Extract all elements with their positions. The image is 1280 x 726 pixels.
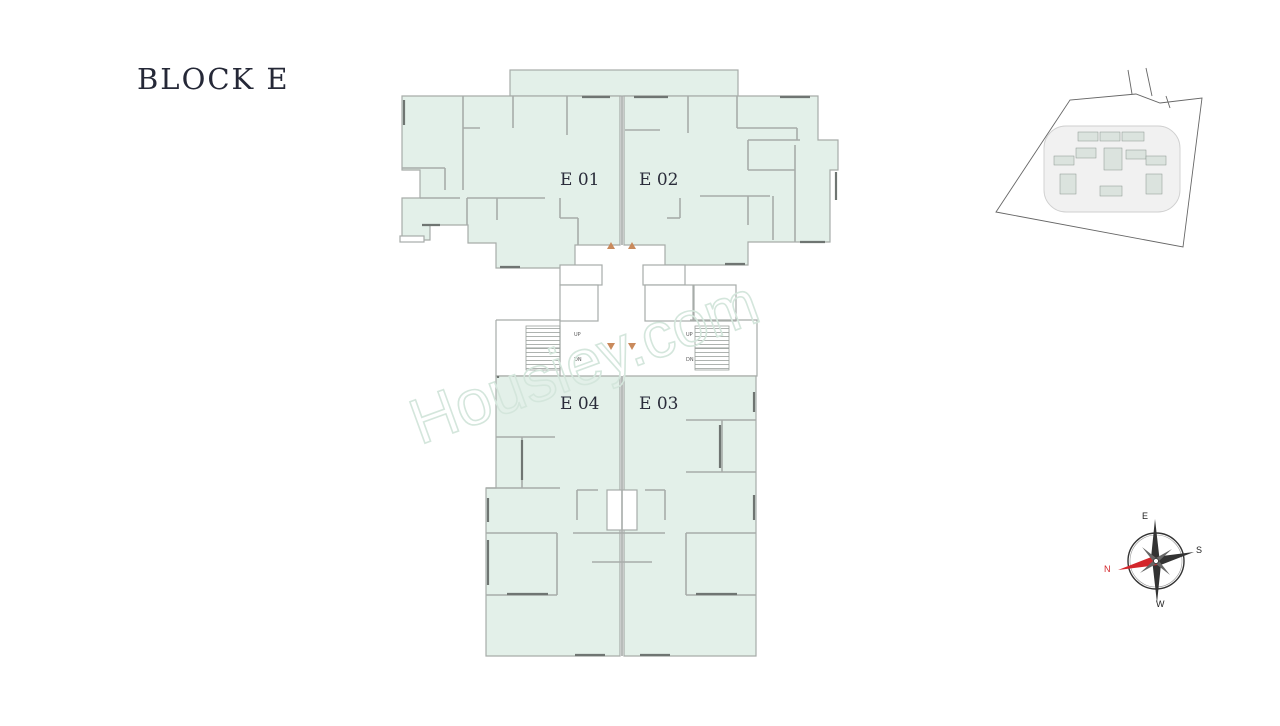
compass-needle-west [1152,559,1161,603]
unit-e03-outline [623,375,757,657]
unit-label-e04: E 04 [560,394,599,414]
compass-needle-east [1151,519,1160,563]
lift-arrows [607,242,636,350]
down-arrow-icon [607,343,615,350]
down-arrow-icon [628,343,636,350]
lower-wing [485,375,757,657]
compass-west-label: W [1156,599,1165,609]
stair-down-label-right: DN [686,357,694,363]
compass: E S W N [1104,511,1202,609]
upper-wing [401,69,839,269]
compass-south-label: S [1196,545,1202,555]
compass-needle-north [1118,556,1158,570]
staircase-right: UP DN [686,325,730,371]
key-plan-map [995,67,1203,248]
unit-e02-outline [623,95,839,266]
compass-north-label: N [1104,564,1111,574]
unit-label-e02: E 02 [639,170,678,190]
unit-label-e03: E 03 [639,394,678,414]
stair-down-label: DN [574,357,582,363]
unit-label-e01: E 01 [560,170,599,190]
core-lobby [495,264,758,377]
balcony-left [399,235,425,243]
stair-up-label-right: UP [686,332,693,338]
block-title: BLOCK E [137,62,290,96]
up-arrow-icon [628,242,636,249]
lower-windows [486,376,756,657]
staircase-left: UP DN [525,325,582,371]
upper-windows [402,95,838,269]
up-arrow-icon [607,242,615,249]
stair-up-label: UP [574,332,581,338]
upper-interior-walls [402,96,800,245]
unit-e01-outline [401,95,621,269]
terrace-top [509,69,739,97]
compass-east-label: E [1142,511,1148,521]
compass-needle-south [1154,552,1194,566]
